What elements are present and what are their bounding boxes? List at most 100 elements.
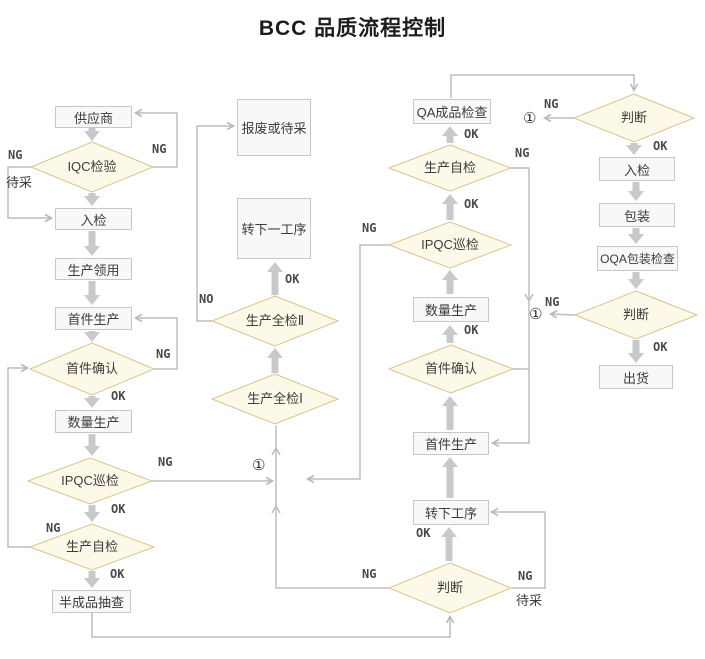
arrow-firstpiece-confirm: [84, 331, 100, 342]
node-ipqc-right-label: IPQC巡检: [421, 237, 479, 252]
node-production-requisition: 生产领用: [55, 258, 132, 280]
arrow-judgebottom-nextprocess: [441, 527, 457, 561]
wire-full2-no-to-scrap: [196, 121, 236, 322]
diamond-full-inspection-2: [210, 295, 340, 347]
arrow-incoming-requisition: [84, 231, 100, 256]
diamond-ipqc-right: [387, 221, 513, 269]
edge-label-ok-judge-bottom: OK: [416, 526, 431, 540]
diamond-self-check-left: [28, 523, 156, 571]
edge-label-ok-selfcheck-left: OK: [110, 567, 125, 581]
wire-judge-bottom-ng-to-full1: [275, 426, 389, 589]
edge-label-ng-judge-bottom-left: NG: [362, 567, 377, 581]
connector-1-junction: ①: [252, 457, 266, 474]
node-iqc-check-label: IQC检验: [67, 159, 117, 174]
edge-label-ok-confirm-left: OK: [111, 389, 126, 403]
arrow-selfcheck-qa: [442, 126, 458, 143]
arrow-supplier-iqc: [84, 128, 100, 141]
edge-label-ng-ipqc-left: NG: [158, 455, 173, 469]
node-first-piece-confirm-left-label: 首件确认: [65, 361, 118, 376]
node-first-piece-prod-right: 首件生产: [413, 432, 489, 455]
node-judge-mid-label: 判断: [622, 307, 649, 322]
edge-label-no-full2: NO: [199, 292, 214, 306]
arrow-quantity-ipqc: [84, 434, 100, 456]
chevron-down-icon: [524, 293, 534, 303]
edge-label-ng-ipqc-right: NG: [362, 221, 377, 235]
node-to-next-process-right: 转下工序: [413, 500, 489, 525]
node-self-check-left-label: 生产自检: [65, 539, 118, 554]
node-ipqc-left-label: IPQC巡检: [61, 473, 119, 488]
node-qa-finished-check: QA成品检查: [413, 99, 491, 124]
chevron-up-icon: [271, 504, 281, 514]
arrow-selfcheck-semifinished: [84, 571, 100, 588]
node-scrap-or-pending: 报废或待采: [237, 99, 311, 156]
diamond-self-check-right: [387, 144, 513, 192]
node-oqa-packaging-check: OQA包装检查: [597, 246, 678, 271]
node-supplier: 供应商: [55, 106, 132, 128]
arrow-oqa-judgemid: [628, 272, 644, 289]
node-judge-bottom-label: 判断: [436, 580, 463, 595]
node-judge-top-label: 判断: [620, 110, 647, 125]
edge-label-ng-judge-mid: NG: [545, 295, 560, 309]
arrow-firstpiece-confirm-right: [442, 396, 458, 430]
node-incoming-left: 入检: [55, 208, 132, 230]
page-title: BCC 品质流程控制: [258, 17, 447, 40]
node-packaging: 包装: [599, 203, 675, 227]
arrow-requisition-firstpiece: [84, 281, 100, 305]
edge-label-ng-judge-bottom-right: NG: [518, 569, 533, 583]
node-first-piece-confirm-right-label: 首件确认: [424, 361, 477, 376]
node-to-next-process-mid: 转下一工序: [237, 198, 311, 259]
connector-1-mid: ①: [529, 306, 543, 323]
wire-selfcheck-ng-to-confirm-left: [7, 363, 30, 548]
wire-judge-mid-ng-to-conn1: [548, 310, 576, 319]
edge-label-ok-judge-top: OK: [653, 139, 668, 153]
arrow-judgemid-shipment: [628, 340, 644, 363]
arrow-packaging-oqa: [628, 228, 644, 244]
wire-confirm-ng-to-firstpiece-left: [133, 313, 178, 370]
node-incoming-right: 入检: [599, 157, 675, 181]
arrow-confirm-quantity: [84, 396, 100, 408]
diamond-judge-top: [572, 93, 696, 143]
diamond-iqc-check: [29, 141, 155, 193]
arrow-nextprocess-firstpiece: [442, 457, 458, 498]
edge-label-ng-judge-top: NG: [544, 97, 559, 111]
arrow-incoming-packaging: [628, 182, 644, 201]
arrow-full2-nextprocess: [267, 262, 283, 295]
arrow-ipqc-selfcheck-right: [442, 194, 458, 220]
wire-iqc-ng-to-supplier: [133, 108, 178, 168]
edge-label-ok-judge-mid: OK: [653, 340, 668, 354]
diamond-ipqc-left: [26, 457, 154, 505]
arrow-full1-full2: [267, 348, 283, 373]
node-first-piece-prod-left: 首件生产: [55, 307, 132, 330]
arrow-quantity-ipqc-right: [442, 270, 458, 294]
arrow-judgetop-incoming: [626, 143, 642, 155]
arrow-ipqc-selfcheck: [84, 505, 100, 522]
wire-judge-bottom-ng-to-nextprocess: [489, 507, 546, 589]
connector-1-top: ①: [523, 110, 537, 127]
thick-arrows: [84, 126, 644, 588]
arrow-iqc-incoming: [84, 193, 100, 206]
edge-label-pending-right: 待采: [516, 593, 543, 608]
edge-label-ok-selfcheck-right: OK: [464, 127, 479, 141]
edge-label-ok-confirm-right: OK: [464, 323, 479, 337]
diamond-full-inspection-1: [210, 373, 340, 425]
diamond-first-piece-confirm-left: [28, 342, 156, 396]
arrow-confirm-quantity-right: [442, 325, 458, 343]
edge-label-ng-iqc-left: NG: [8, 148, 23, 162]
wire-iqc-ng-to-incoming: [7, 166, 54, 223]
edge-label-ng-selfcheck-right: NG: [515, 146, 530, 160]
wire-qa-to-judge-top: [450, 74, 639, 98]
diamond-judge-bottom: [387, 562, 513, 614]
node-quantity-prod-right: 数量生产: [413, 297, 489, 322]
node-shipment: 出货: [599, 365, 673, 389]
wire-semifinished-to-judge-bottom: [91, 613, 455, 638]
edge-label-pending-left: 待采: [6, 175, 33, 190]
wire-ipqc-right-ng-to-junction: [305, 244, 389, 484]
edge-label-ok-ipqc-left: OK: [111, 502, 126, 516]
edge-label-ok-full2: OK: [285, 272, 300, 286]
wire-selfcheck-right-ng-down: [490, 167, 530, 448]
diamonds: [26, 93, 699, 614]
edge-label-ng-selfcheck-left: NG: [46, 521, 61, 535]
chevron-up-icon: [271, 446, 281, 456]
